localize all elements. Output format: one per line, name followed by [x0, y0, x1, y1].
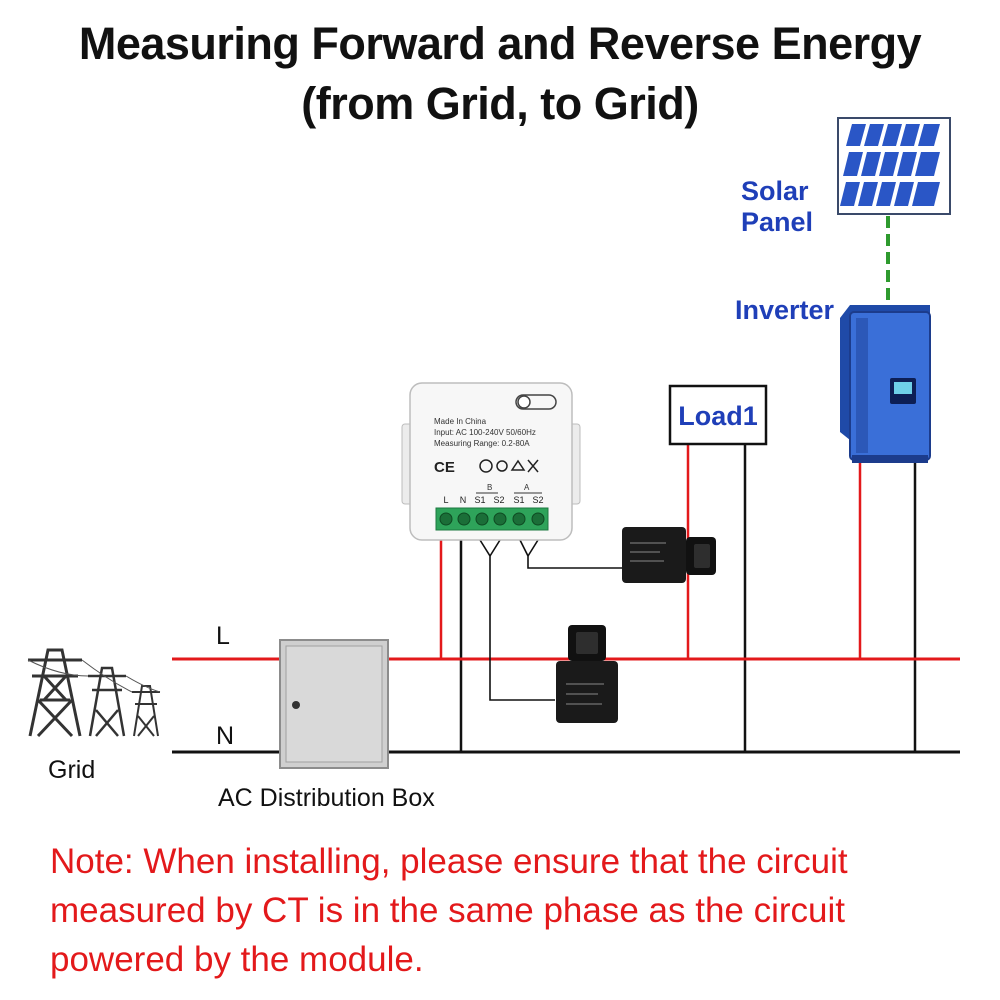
live-line-label: L — [216, 622, 230, 650]
grid-label: Grid — [48, 756, 96, 784]
inverter-icon — [840, 305, 931, 463]
energy-meter-module-icon: Made In China Input: AC 100-240V 50/60Hz… — [401, 382, 581, 541]
terminal-label-s1-b: S1 — [474, 495, 485, 505]
pylon-icon — [28, 648, 82, 738]
load-box: Load1 — [668, 384, 768, 446]
note-line-2: measured by CT is in the same phase as t… — [50, 891, 846, 930]
module-input: Input: AC 100-240V 50/60Hz — [434, 428, 536, 437]
terminal-label-s2-b: S2 — [493, 495, 504, 505]
solar-panel-label-1: Solar — [741, 176, 809, 206]
module-group-a: A — [524, 483, 530, 492]
title-line-1: Measuring Forward and Reverse Energy — [78, 18, 922, 69]
pylon-icon — [132, 685, 160, 737]
terminal-label-s2-a: S2 — [532, 495, 543, 505]
pylon-icon — [88, 666, 126, 737]
distribution-box-icon — [279, 639, 389, 769]
module-marks: CE — [434, 459, 455, 476]
load-label: Load1 — [678, 401, 758, 431]
terminal-label-n: N — [460, 495, 467, 505]
module-group-b: B — [487, 483, 492, 492]
rohs-icon — [496, 460, 508, 472]
neutral-line-label: N — [216, 722, 235, 750]
title-line-2: (from Grid, to Grid) — [301, 78, 699, 129]
recycle-icon — [479, 459, 493, 473]
solar-panel-label-2: Panel — [741, 207, 814, 237]
inverter-label: Inverter — [735, 295, 835, 325]
terminal-label-s1-a: S1 — [513, 495, 524, 505]
ct-wires — [479, 539, 625, 701]
module-made-in: Made In China — [434, 417, 487, 426]
terminal-label-l: L — [443, 495, 448, 505]
ct-clamp-icon — [622, 527, 716, 583]
note-line-3: powered by the module. — [50, 940, 424, 979]
note-line-1: Note: When installing, please ensure tha… — [50, 842, 848, 881]
distribution-box-label: AC Distribution Box — [218, 784, 435, 812]
home-icon — [510, 459, 526, 471]
pylon-wires — [27, 659, 161, 693]
module-range: Measuring Range: 0.2-80A — [434, 439, 530, 448]
weee-icon — [527, 459, 539, 473]
ct-clamp-icon — [556, 625, 618, 723]
solar-panel-icon — [837, 117, 951, 215]
